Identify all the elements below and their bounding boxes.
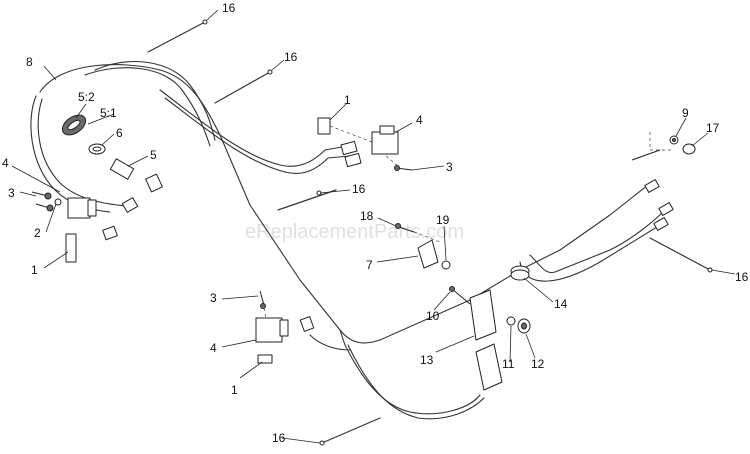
callout-3-left: 3: [8, 186, 15, 200]
callout-5: 5: [150, 148, 157, 162]
callout-13: 13: [420, 353, 434, 367]
callout-3-top: 3: [446, 160, 453, 174]
callout-1-bottom: 1: [231, 383, 238, 397]
watermark: eReplacementParts.com: [245, 221, 464, 243]
callout-16-right: 16: [735, 270, 749, 284]
callout-3-bottom: 3: [210, 291, 217, 305]
callout-17: 17: [706, 121, 720, 135]
callout-5-2: 5:2: [78, 90, 95, 104]
callout-4-left: 4: [2, 156, 9, 170]
callout-9: 9: [682, 106, 689, 120]
callout-4-top: 4: [416, 113, 423, 127]
callout-1-left: 1: [31, 263, 38, 277]
callout-2: 2: [34, 226, 41, 240]
callout-12: 12: [531, 357, 545, 371]
callout-8: 8: [26, 55, 33, 69]
callout-1-top: 1: [344, 93, 351, 107]
callout-7: 7: [366, 258, 373, 272]
right-terminal-assembly: [631, 132, 696, 161]
callout-5-1: 5:1: [100, 106, 117, 120]
center-sensor-assembly: [395, 223, 451, 270]
callout-16-mid: 16: [284, 50, 298, 64]
bottom-relay-assembly: [255, 290, 289, 364]
top-relay-assembly: [317, 117, 413, 171]
leader-lines: [11, 9, 736, 444]
callout-19: 19: [436, 213, 450, 227]
harness-connectors: [102, 140, 674, 332]
left-switch-assembly: [31, 114, 163, 263]
callout-16-center: 16: [352, 182, 366, 196]
callout-4-bottom: 4: [210, 341, 217, 355]
bottom-connector-assembly: [449, 286, 531, 391]
callout-11: 11: [502, 357, 515, 371]
callout-6: 6: [116, 126, 123, 140]
callout-10: 10: [426, 309, 440, 323]
cable-ties: [147, 19, 713, 446]
callout-16-top: 16: [222, 1, 236, 15]
callouts: 16 16 8 5:2 5:1 6 5 4 3 2 1 1 4 3 16 18 …: [2, 1, 749, 445]
callout-14: 14: [554, 297, 568, 311]
grommet: [510, 265, 530, 281]
callout-16-bottom: 16: [272, 431, 286, 445]
callout-18: 18: [360, 209, 374, 223]
